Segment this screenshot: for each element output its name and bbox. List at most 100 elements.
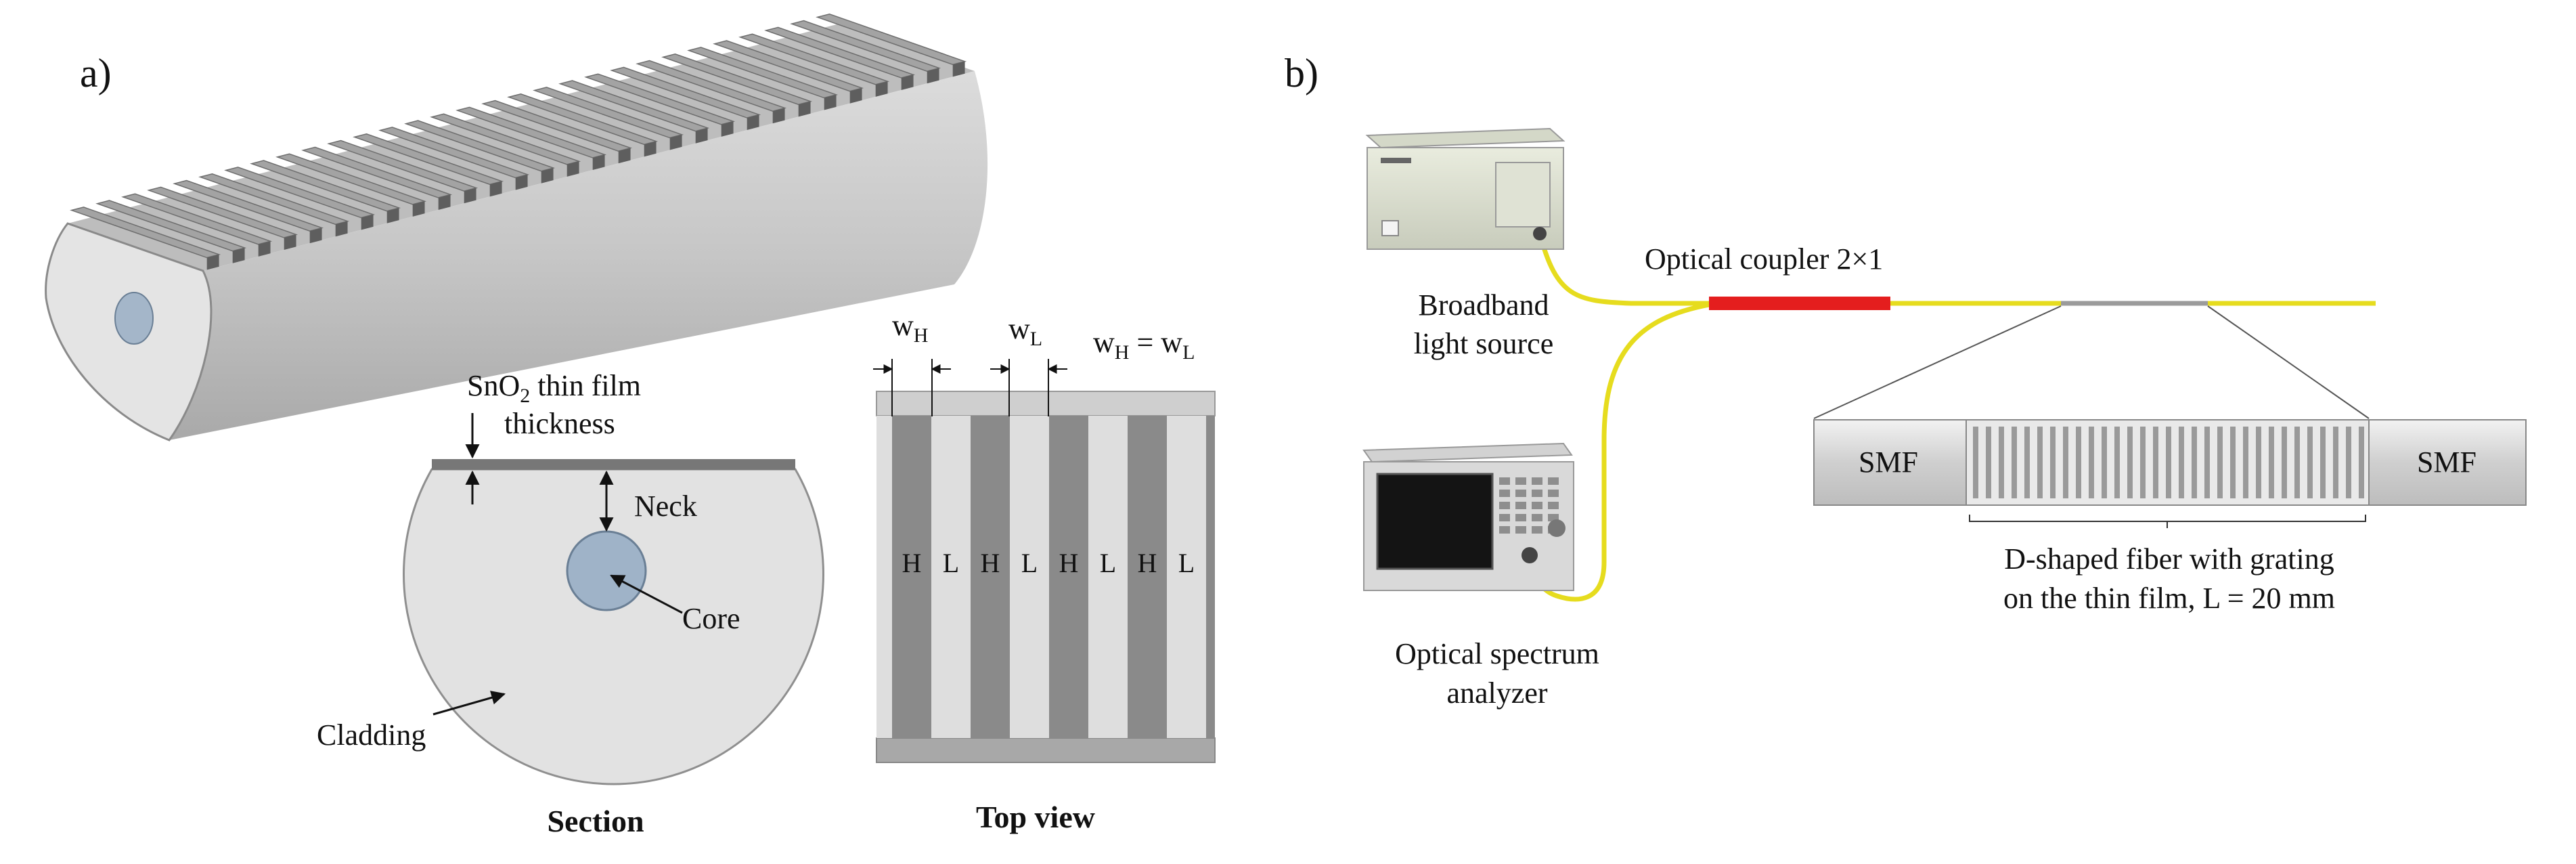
stripe-label: L — [1100, 548, 1116, 578]
osa-button — [1499, 477, 1510, 485]
fiber-cylinder-body — [169, 71, 988, 440]
grating-ridge-side — [515, 174, 528, 190]
grating-ridge-side — [335, 221, 348, 237]
high-index-stripe — [1128, 416, 1167, 738]
zoom-grating-line — [2294, 427, 2300, 498]
film-label: SnO2 thin film — [467, 369, 641, 407]
osa-device-top — [1362, 442, 1573, 463]
grating-ridge-side — [747, 114, 759, 131]
d-fiber-label-line2: on the thin film, L = 20 mm — [2003, 582, 2335, 615]
osa-button — [1499, 490, 1510, 497]
grating-ridge-side — [284, 234, 296, 251]
broadband-light-source-device — [1365, 127, 1565, 250]
neck-label: Neck — [634, 490, 697, 523]
zoom-grating-line — [2230, 427, 2236, 498]
low-index-stripe — [1010, 416, 1049, 738]
zoom-grating-line — [2063, 427, 2068, 498]
core-pointer — [610, 574, 683, 614]
stripe-label: L — [1021, 548, 1038, 578]
smf-left-segment — [1813, 419, 1967, 506]
stripe-label: L — [943, 548, 959, 578]
grating-ridge-side — [489, 181, 502, 197]
zoom-grating-line — [2359, 427, 2364, 498]
grating-ridge-side — [438, 194, 451, 211]
high-index-stripe — [971, 416, 1010, 738]
osa-screen — [1376, 473, 1494, 570]
osa-button — [1515, 502, 1526, 509]
osa-button — [1532, 526, 1542, 534]
osa-button — [1515, 490, 1526, 497]
low-index-stripe — [931, 416, 971, 738]
stripe-label: H — [902, 548, 922, 578]
section-title: Section — [547, 804, 644, 838]
zoom-line-left — [1813, 305, 2062, 419]
cable-source-to-coupler — [1537, 233, 1709, 306]
zoom-grating-line — [2127, 427, 2133, 498]
zoom-grating-line — [2320, 427, 2326, 498]
panel-b-label: b) — [1285, 51, 1318, 95]
zoom-grating-line — [2166, 427, 2171, 498]
osa-button — [1515, 477, 1526, 485]
zoom-grating-line — [2114, 427, 2120, 498]
wl-label: wL — [1008, 312, 1042, 350]
top-view-upper-band — [876, 391, 1216, 416]
grating-ridge-side — [309, 228, 322, 244]
grating-ridge-side — [952, 61, 965, 77]
osa-button — [1499, 502, 1510, 509]
osa-button — [1548, 502, 1559, 509]
grating-ridge-side — [258, 241, 271, 257]
cladding-label: Cladding — [317, 718, 426, 752]
d-shaped-fiber-grating — [1973, 427, 2364, 498]
low-index-stripe — [1167, 416, 1206, 738]
osa-button — [1499, 526, 1510, 534]
smf-right-segment — [2368, 419, 2527, 506]
zoom-grating-line — [2179, 427, 2184, 498]
smf-left-label: SMF — [1859, 446, 1918, 479]
grating-ridge-side — [386, 208, 399, 223]
osa-button — [1532, 514, 1542, 521]
zoom-grating-line — [1973, 427, 1978, 498]
grating-ridge-side — [695, 128, 708, 144]
osa-button — [1548, 514, 1559, 521]
grating-ridge-side — [772, 108, 785, 124]
zoom-grating-line — [2037, 427, 2043, 498]
grating-ridge-side — [592, 154, 605, 171]
zoom-grating-line — [2217, 427, 2223, 498]
panel-a-label: a) — [80, 51, 112, 95]
stripe-label: H — [1059, 548, 1079, 578]
zoom-grating-line — [2089, 427, 2094, 498]
source-label-line2: light source — [1414, 327, 1554, 360]
stripe-label: L — [1178, 548, 1195, 578]
fiber-core-end — [114, 292, 154, 345]
core-circle — [566, 530, 647, 611]
osa-button — [1532, 502, 1542, 509]
zoom-grating-line — [2282, 427, 2287, 498]
top-view-edge-right — [1206, 416, 1215, 738]
grating-ridge-side — [464, 188, 476, 204]
section-view: SnO2 thin film thickness Neck Core Cladd… — [317, 369, 824, 838]
high-index-stripe — [1049, 416, 1088, 738]
zoom-grating-line — [2024, 427, 2030, 498]
zoom-grating-line — [2076, 427, 2081, 498]
high-index-stripe — [892, 416, 931, 738]
osa-button — [1532, 477, 1542, 485]
fiber-3d-model — [45, 13, 988, 441]
top-view-title: Top view — [976, 800, 1095, 834]
fiber-grating-ridges — [70, 13, 967, 270]
source-label-line1: Broadband — [1418, 288, 1549, 322]
grating-ridge-side — [412, 201, 425, 217]
grating-ridge-side — [721, 121, 734, 137]
core-label: Core — [682, 602, 740, 635]
zoom-grating-line — [2153, 427, 2158, 498]
top-view-lower-band — [876, 737, 1216, 763]
zoom-grating-line — [2333, 427, 2338, 498]
fiber-zoom-detail — [1813, 419, 2527, 528]
wh-label: wH — [892, 309, 928, 347]
osa-label-line2: analyzer — [1447, 676, 1548, 710]
osa-button — [1515, 526, 1526, 534]
source-output-port — [1533, 227, 1547, 240]
grating-ridge-side — [875, 81, 888, 97]
grating-ridge-side — [644, 141, 657, 157]
zoom-grating-line — [2346, 427, 2351, 498]
grating-ridge-side — [541, 168, 554, 183]
